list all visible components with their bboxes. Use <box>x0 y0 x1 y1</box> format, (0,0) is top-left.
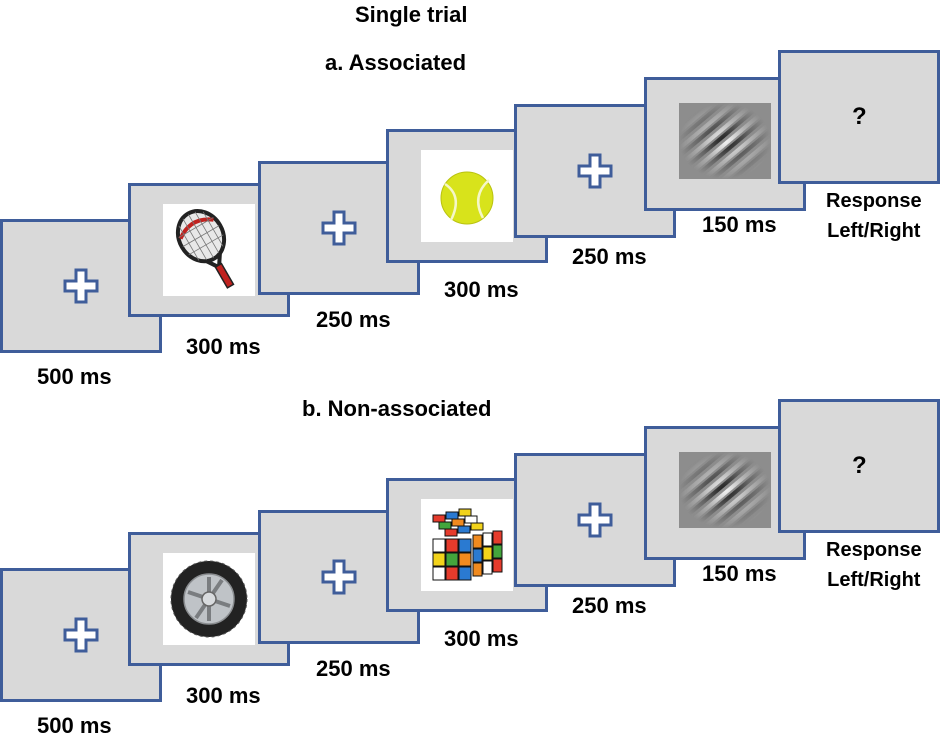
response-label-line1: Response <box>826 539 922 561</box>
trial-frame-a-7: ? <box>778 50 940 184</box>
car-tire-icon <box>163 553 255 645</box>
duration-label: 150 ms <box>702 212 777 237</box>
question-mark: ? <box>852 103 867 130</box>
duration-label: 500 ms <box>37 364 112 389</box>
trial-frame-b-7: ? <box>778 399 940 533</box>
duration-label: 250 ms <box>572 244 647 269</box>
duration-label: 250 ms <box>572 593 647 618</box>
duration-label: 300 ms <box>444 626 519 651</box>
duration-label: 300 ms <box>186 334 261 359</box>
duration-label: 300 ms <box>444 277 519 302</box>
section-b-title: b. Non-associated <box>302 396 492 421</box>
tennis-racket-icon <box>163 204 255 296</box>
duration-label: 250 ms <box>316 307 391 332</box>
figure-heading: Single trial <box>355 2 468 27</box>
response-label-line2: Left/Right <box>827 220 921 242</box>
fixation-cross-icon <box>62 616 100 654</box>
tennis-ball-icon <box>421 150 513 242</box>
question-mark: ? <box>852 452 867 479</box>
section-a-title: a. Associated <box>325 50 467 75</box>
duration-label: 500 ms <box>37 713 112 736</box>
fixation-cross-icon <box>576 501 614 539</box>
response-label-line2: Left/Right <box>827 569 921 591</box>
fixation-cross-icon <box>62 267 100 305</box>
fixation-cross-icon <box>320 209 358 247</box>
response-label-line1: Response <box>826 190 922 212</box>
trial-frame-a-5 <box>514 104 676 238</box>
duration-label: 300 ms <box>186 683 261 708</box>
fixation-cross-icon <box>320 558 358 596</box>
duration-label: 150 ms <box>702 561 777 586</box>
gabor-patch-icon <box>679 103 771 179</box>
fixation-cross-icon <box>576 152 614 190</box>
gabor-patch-icon <box>679 452 771 528</box>
rubiks-cube-icon <box>421 499 513 591</box>
duration-label: 250 ms <box>316 656 391 681</box>
